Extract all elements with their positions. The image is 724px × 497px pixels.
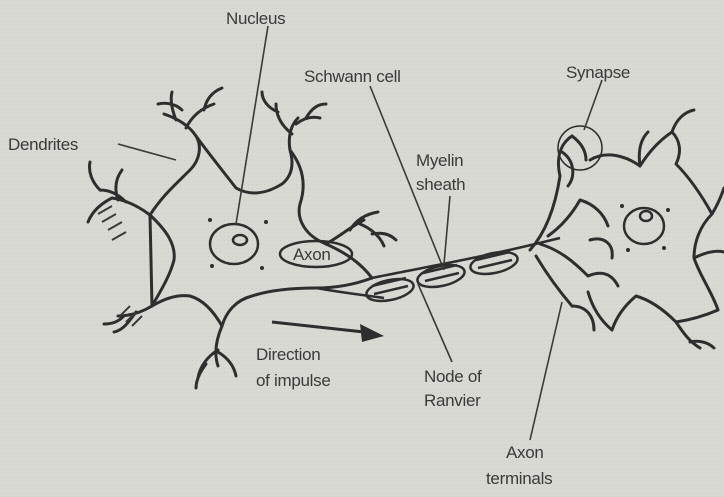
- organelle-dot: [260, 266, 264, 270]
- label-nucleus: Nucleus: [226, 9, 285, 28]
- organelle-dot: [666, 208, 670, 212]
- label-dendrites: Dendrites: [8, 135, 78, 154]
- label-direction-line1: Direction: [256, 345, 320, 364]
- organelle-dot: [264, 220, 268, 224]
- organelle-dot: [662, 246, 666, 250]
- label-axon: Axon: [293, 245, 331, 264]
- label-axon-terminals-line1: Axon: [506, 443, 544, 462]
- label-myelin-sheath-line1: Myelin: [416, 151, 463, 170]
- label-node-of-ranvier-line2: Ranvier: [424, 391, 481, 410]
- label-axon-terminals-line2: terminals: [486, 469, 552, 488]
- organelle-dot: [210, 264, 214, 268]
- label-node-of-ranvier-line1: Node of: [424, 367, 482, 386]
- label-myelin-sheath-line2: sheath: [416, 175, 465, 194]
- organelle-dot: [620, 204, 624, 208]
- label-schwann-cell: Schwann cell: [304, 67, 401, 86]
- organelle-dot: [208, 218, 212, 222]
- organelle-dot: [626, 248, 630, 252]
- label-synapse: Synapse: [566, 63, 630, 82]
- label-direction-line2: of impulse: [256, 371, 330, 390]
